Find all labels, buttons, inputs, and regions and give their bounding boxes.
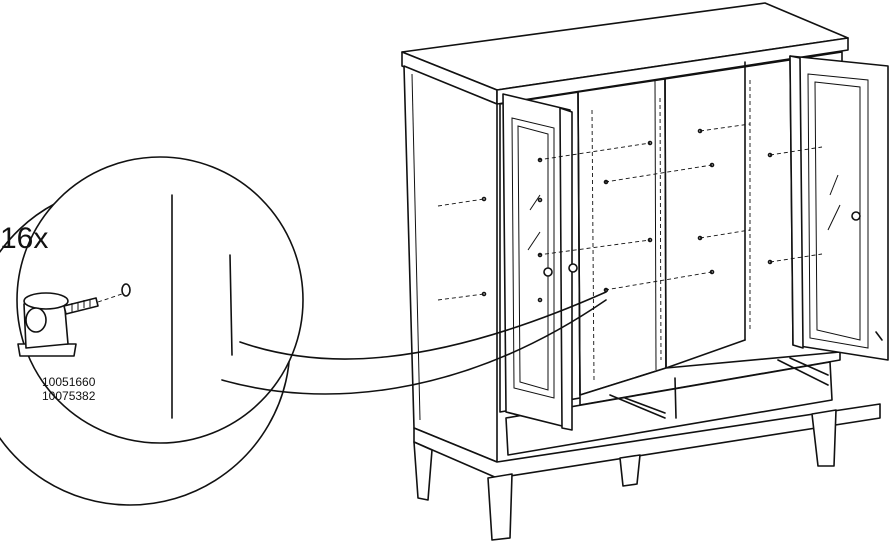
- cabinet-left-side: [403, 65, 498, 463]
- callout-leader-bottom: [221, 299, 607, 395]
- hole-column-dots: [591, 80, 751, 381]
- shelf-pin-icon: [17, 292, 123, 357]
- leg-front-right: [487, 473, 513, 541]
- drawer-opening: [505, 361, 833, 456]
- part-number-1: 10051660: [42, 375, 96, 389]
- shelf-pin-markers: [437, 80, 823, 381]
- part-number-2: 10075382: [42, 389, 96, 403]
- center-divider: [577, 78, 667, 396]
- right-door-inner-knob: [851, 211, 861, 221]
- cabinet: [401, 2, 881, 541]
- leg-back-middle: [619, 454, 641, 487]
- right-door: [789, 55, 889, 361]
- callout-leader-top: [239, 291, 607, 360]
- leg-front-left: [413, 441, 433, 501]
- leg-back-right: [811, 409, 837, 467]
- pin-hole: [121, 283, 131, 297]
- quantity-label: 16x: [0, 222, 48, 255]
- pin-dots: [481, 128, 773, 303]
- magnifier-ring: [16, 156, 304, 444]
- bottom-shelf: [579, 351, 841, 406]
- left-door: [502, 93, 578, 431]
- left-door-knob: [543, 267, 553, 277]
- detail-magnifier: 16x 10051660 10075382: [0, 156, 607, 506]
- cabinet-top-right-edge: [496, 37, 849, 105]
- right-door-knob: [568, 263, 578, 273]
